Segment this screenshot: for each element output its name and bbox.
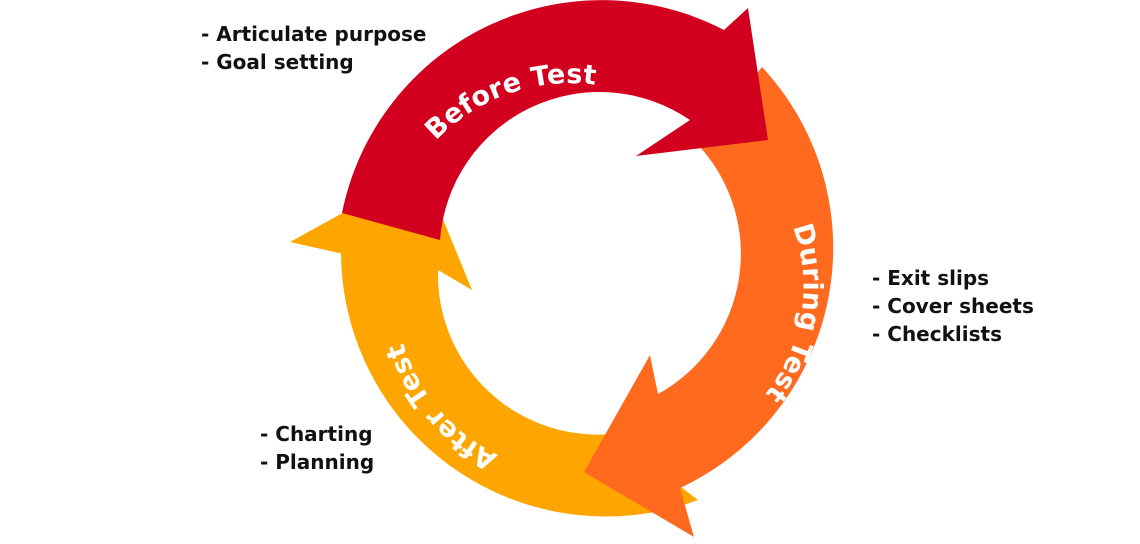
note-item: Planning [260,448,374,476]
note-item: Charting [260,420,374,448]
during-test-notes: Exit slips Cover sheets Checklists [872,264,1034,348]
before-test-arrow [342,0,768,241]
note-item: Exit slips [872,264,1034,292]
note-item: Goal setting [201,48,427,76]
after-test-notes: Charting Planning [260,420,374,476]
after-test-arrow [290,177,698,517]
note-item: Checklists [872,320,1034,348]
before-test-notes: Articulate purpose Goal setting [201,20,427,76]
note-item: Articulate purpose [201,20,426,48]
note-item: Cover sheets [872,292,1034,320]
during-test-arrow [584,67,834,537]
